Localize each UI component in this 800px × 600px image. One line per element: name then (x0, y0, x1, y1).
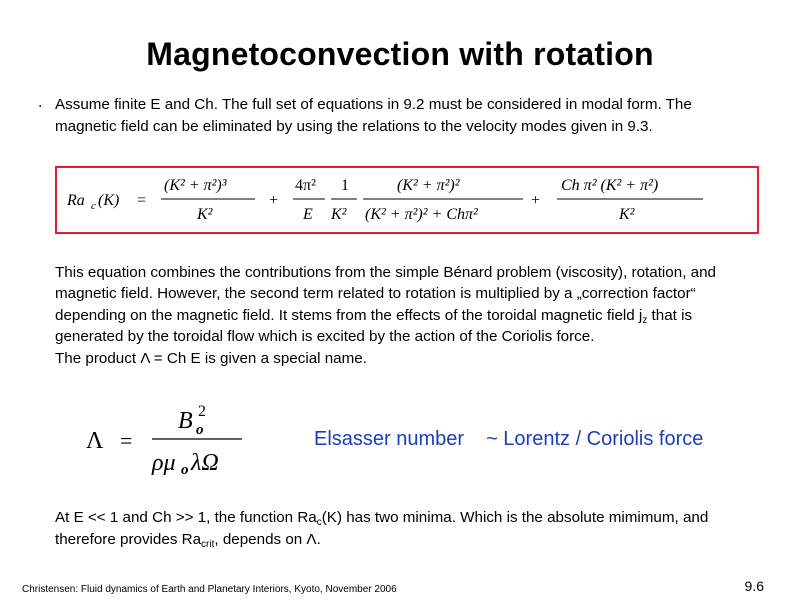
paragraph-assumption: Assume finite E and Ch. The full set of … (55, 96, 692, 135)
minima-text-a: At E << 1 and Ch >> 1, the function Ra (55, 509, 317, 526)
rayleigh-equation: Ra c (K) = (K² + π²)³ K² + 4π² E 1 K² (K… (66, 177, 703, 223)
eq-term2-factor-den: E (302, 206, 313, 223)
slide-title: Magnetoconvection with rotation (146, 36, 654, 72)
eq-plus-1: + (269, 192, 278, 209)
eq-plus-2: + (531, 192, 540, 209)
eq-term2-one-den: K² (330, 206, 348, 223)
eq-term3-den: K² (618, 206, 636, 223)
elsasser-den-rho: ρμ (151, 450, 176, 476)
eq-lhs-sub: c (91, 200, 96, 212)
elsasser-num-sub: o (196, 422, 204, 438)
elsasser-den-rest: λΩ (190, 450, 219, 476)
rayleigh-equation-box: Ra c (K) = (K² + π²)³ K² + 4π² E 1 K² (K… (55, 166, 759, 234)
footer-credit: Christensen: Fluid dynamics of Earth and… (22, 584, 397, 595)
eq-equals: = (137, 192, 146, 209)
special-name-line: The product Λ = Ch E is given a special … (55, 349, 367, 367)
eq-lhs-arg: (K) (98, 192, 119, 209)
elsasser-equals: = (120, 428, 132, 453)
eq-term1-den: K² (196, 206, 214, 223)
elsasser-lhs: Λ (86, 428, 104, 454)
eq-term3-num: Ch π² (K² + π²) (561, 177, 658, 194)
eq-term2-one-num: 1 (341, 177, 349, 194)
elsasser-num: B (178, 408, 193, 434)
bullet-marker: . (38, 94, 43, 111)
explanation-sub-z: z (642, 314, 648, 326)
eq-term2-frac-num: (K² + π²)² (397, 177, 461, 194)
elsasser-caption: Elsasser number ~ Lorentz / Coriolis forc… (314, 428, 703, 451)
elsasser-equation: Λ = B o 2 ρμ o λΩ (80, 398, 260, 489)
elsasser-num-sup: 2 (198, 403, 206, 420)
explanation-text: This equation combines the contributions… (55, 264, 716, 324)
eq-term2-factor-num: 4π² (295, 177, 316, 194)
paragraph-minima: At E << 1 and Ch >> 1, the function Rac(… (55, 507, 755, 550)
minima-text-b: (K) has two minima. Which is the absolut… (55, 509, 709, 548)
elsasser-den-sub: o (181, 462, 189, 478)
eq-term2-frac-den: (K² + π²)² + Chπ² (365, 206, 479, 223)
minima-sub-c: c (316, 517, 322, 528)
elsasser-relation: ~ Lorentz / Coriolis force (486, 428, 704, 450)
elsasser-label: Elsasser number (314, 428, 465, 450)
page-number: 9.6 (744, 578, 764, 594)
eq-lhs: Ra (66, 192, 85, 209)
explanation-text-rest: that is generated by the toroidal flow w… (55, 306, 693, 346)
eq-term1-num: (K² + π²)³ (164, 177, 227, 194)
minima-text-c: , depends on Λ. (214, 530, 321, 548)
minima-sub-crit: crit (201, 538, 215, 550)
paragraph-explanation: This equation combines the contributions… (55, 262, 755, 369)
